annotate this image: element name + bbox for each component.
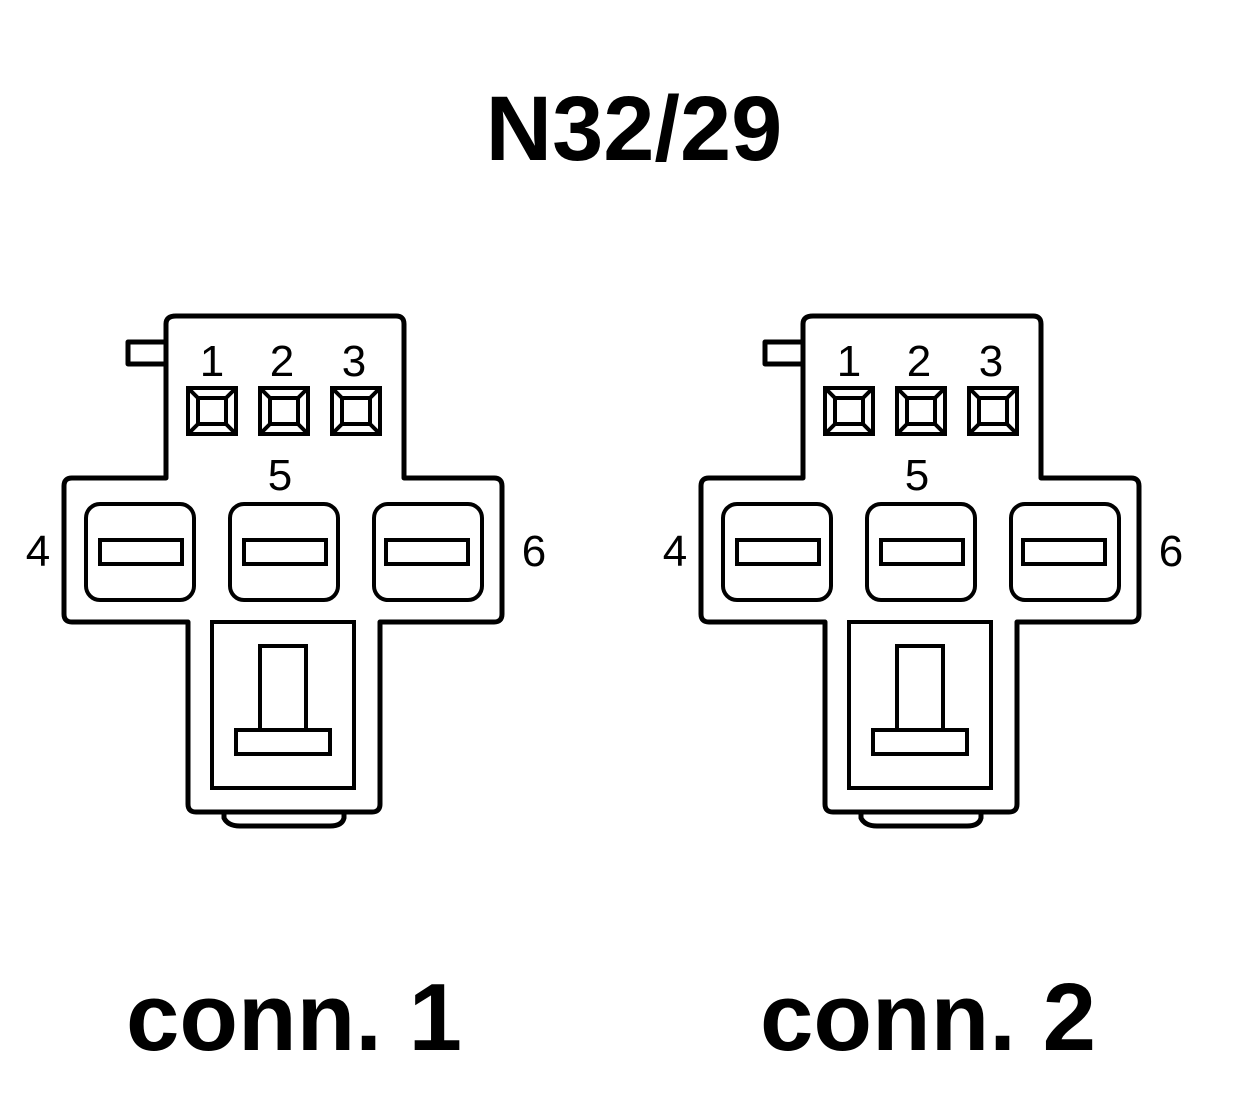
connector-1-housing: [61, 313, 505, 815]
connector-2-latch-tab: [762, 339, 803, 367]
connector-2-pin-3: [967, 386, 1019, 436]
connector-1-pin-3-label: 3: [342, 337, 366, 386]
connector-1-pin-5-label: 5: [268, 451, 292, 500]
connector-1-pin-5: [228, 502, 340, 602]
connector-2-key-slot: [847, 620, 993, 790]
connector-1-pin-4: [84, 502, 196, 602]
connector-1-caption: conn. 1: [126, 964, 462, 1071]
connector-2-pin-5: [865, 502, 977, 602]
connector-2-pin-6: [1009, 502, 1121, 602]
connector-1-pin-3: [330, 386, 382, 436]
connector-1-pin-1-label: 1: [200, 337, 224, 386]
connector-2-pin-3-label: 3: [979, 337, 1003, 386]
connector-1-pin-1: [186, 386, 238, 436]
connector-2-caption: conn. 2: [760, 964, 1096, 1071]
connector-1-pin-4-label: 4: [26, 527, 50, 576]
connector-2-pin-2-label: 2: [907, 337, 931, 386]
connector-1-latch-tab: [125, 339, 166, 367]
connector-2-pin-6-label: 6: [1159, 527, 1183, 576]
connector-1-pin-2-label: 2: [270, 337, 294, 386]
connector-1: 1 2 3 4 5 6: [26, 313, 546, 829]
connector-1-pin-6-label: 6: [522, 527, 546, 576]
connector-2-pin-4: [721, 502, 833, 602]
connector-1-pin-6: [372, 502, 484, 602]
connector-1-key-slot: [210, 620, 356, 790]
connector-2: 1 2 3 4 5 6: [663, 313, 1183, 829]
connector-2-pin-1-label: 1: [837, 337, 861, 386]
connector-2-housing: [698, 313, 1142, 815]
connector-2-pin-2: [895, 386, 947, 436]
connector-2-bottom-lip: [858, 812, 984, 829]
connector-2-pin-4-label: 4: [663, 527, 687, 576]
connector-1-bottom-lip: [221, 812, 347, 829]
connector-2-pin-1: [823, 386, 875, 436]
connector-2-pin-5-label: 5: [905, 451, 929, 500]
connector-1-pin-2: [258, 386, 310, 436]
diagram-title: N32/29: [486, 78, 783, 180]
